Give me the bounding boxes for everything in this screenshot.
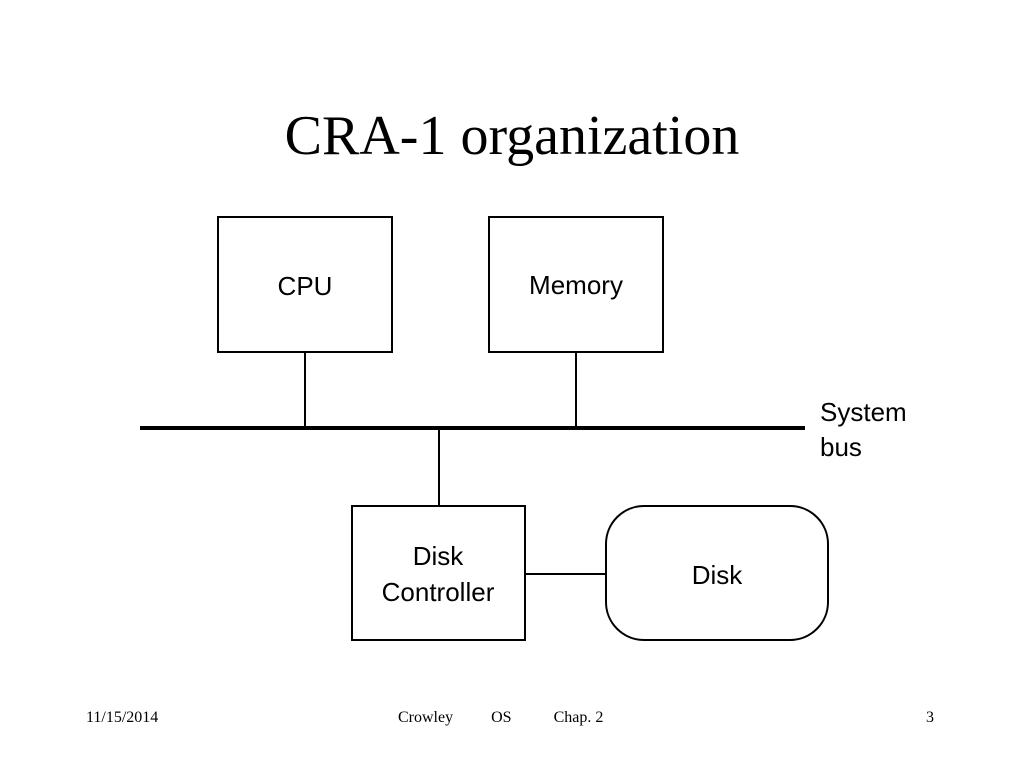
disk-label: Disk bbox=[692, 560, 744, 590]
footer-author: Crowley bbox=[398, 709, 454, 726]
footer-center: Crowley OS Chap. 2 bbox=[398, 708, 638, 728]
footer-date: 11/15/2014 bbox=[86, 709, 159, 726]
disk-controller-label-line1: Disk bbox=[413, 541, 465, 571]
disk-controller-label-line2: Controller bbox=[382, 577, 495, 607]
disk-box bbox=[605, 505, 829, 641]
system-bus-label-line1: System bbox=[820, 397, 907, 427]
memory-label: Memory bbox=[529, 270, 623, 300]
disk-controller-box bbox=[351, 505, 526, 641]
footer-course: OS bbox=[491, 709, 512, 726]
system-bus-label-line2: bus bbox=[820, 432, 862, 462]
cpu-label: CPU bbox=[278, 271, 333, 301]
footer-page-number: 3 bbox=[926, 709, 934, 726]
footer-chapter: Chap. 2 bbox=[553, 709, 604, 726]
slide-title: CRA-1 organization bbox=[284, 105, 740, 167]
